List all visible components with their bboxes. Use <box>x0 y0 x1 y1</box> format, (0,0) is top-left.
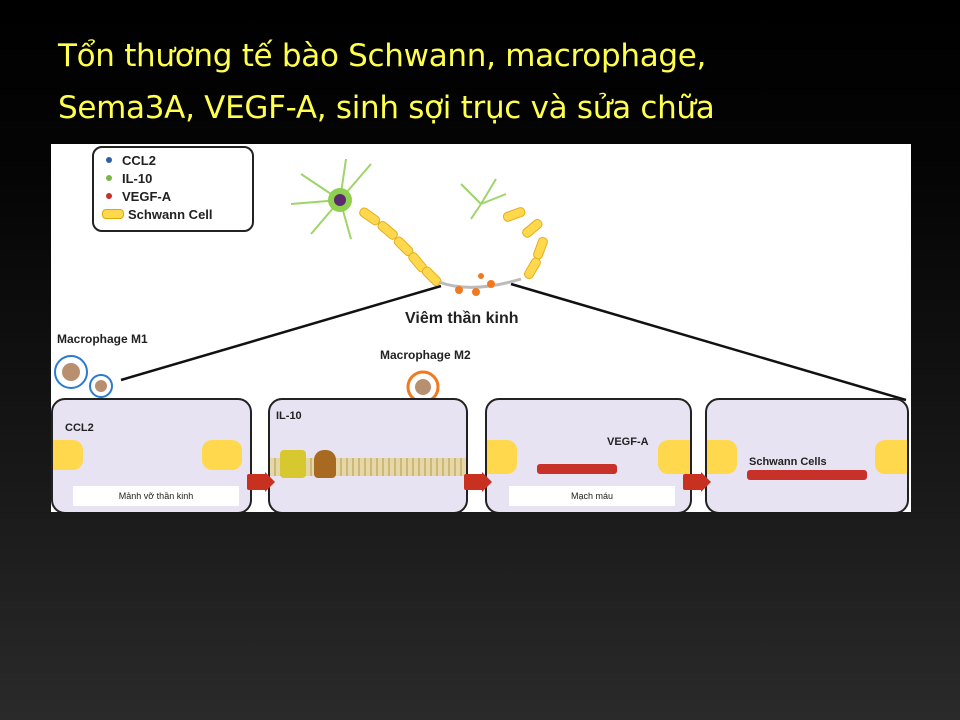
schwann-cell-chain <box>359 207 548 287</box>
diagram-artwork <box>54 158 907 404</box>
ccl2-dot-icon <box>106 157 112 163</box>
panel-tag: Schwann Cells <box>749 456 827 468</box>
panel-1: CCL2 Mảnh vỡ thần kinh <box>51 398 252 512</box>
panel-tag: IL-10 <box>276 410 302 422</box>
legend: CCL2 IL-10 VEGF-A Schwann Cell <box>92 146 254 232</box>
slide-title: Tổn thương tế bào Schwann, macrophage, S… <box>58 30 938 134</box>
panel-4: Schwann Cells <box>705 398 909 512</box>
vegfa-dot-icon <box>106 193 112 199</box>
panel-caption: Mạch máu <box>509 486 675 506</box>
legend-label: Schwann Cell <box>128 206 213 222</box>
panel-tag: VEGF-A <box>607 436 649 448</box>
legend-label: CCL2 <box>122 152 156 168</box>
zoom-line-right <box>510 282 907 402</box>
macrophage-cluster <box>455 273 495 296</box>
legend-label: VEGF-A <box>122 188 172 204</box>
macrophage-m1-icon <box>54 355 113 398</box>
panel-tag: CCL2 <box>65 422 94 434</box>
panel-3: VEGF-A Mạch máu <box>485 398 692 512</box>
legend-item-schwann: Schwann Cell <box>102 205 252 223</box>
legend-label: IL-10 <box>122 170 153 186</box>
title-line-1: Tổn thương tế bào Schwann, macrophage, <box>58 38 707 74</box>
macrophage-m1-label: Macrophage M1 <box>57 332 148 346</box>
il10-dot-icon <box>106 175 112 181</box>
neuron-icon <box>290 158 507 240</box>
schwann-cell-icon <box>102 209 124 219</box>
zoom-line-left <box>120 284 442 382</box>
legend-item-ccl2: CCL2 <box>102 151 252 169</box>
panel-caption: Mảnh vỡ thần kinh <box>73 486 239 506</box>
macrophage-m2-label: Macrophage M2 <box>380 348 471 362</box>
title-line-2: Sema3A, VEGF-A, sinh sợi trục và sửa chữ… <box>58 90 715 126</box>
legend-item-vegfa: VEGF-A <box>102 187 252 205</box>
center-label: Viêm thần kinh <box>405 310 519 327</box>
legend-item-il10: IL-10 <box>102 169 252 187</box>
panel-2: IL-10 <box>268 398 468 512</box>
nerve-repair-diagram: CCL2 IL-10 VEGF-A Schwann Cell Viêm thần… <box>51 144 911 512</box>
